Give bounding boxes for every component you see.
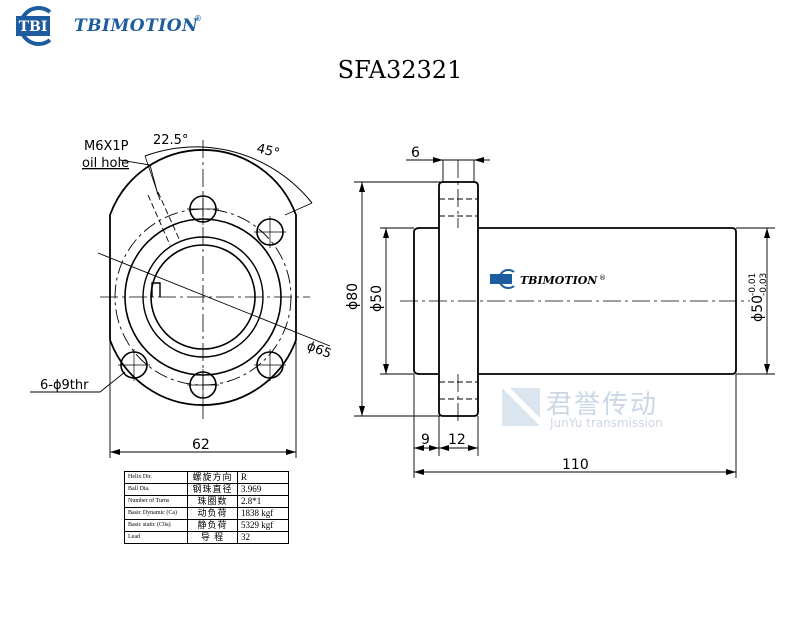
flange-od-label: ϕ80 bbox=[345, 283, 361, 310]
table-row: Basic Dynamic (Ca) 动负荷 1838 kgf bbox=[124, 507, 289, 520]
body-od-label: ϕ50 bbox=[369, 285, 385, 312]
spec-value: 32 bbox=[237, 531, 289, 544]
body-logo-mark: ® bbox=[599, 274, 606, 282]
front-view-labels: M6X1P oil hole 22.5° 45° ϕ65 6-ϕ9thr 62 bbox=[40, 133, 333, 453]
flange-thickness-label: 6 bbox=[411, 145, 420, 161]
logo-badge-text: TBI bbox=[19, 19, 48, 35]
total-length-label: 110 bbox=[562, 457, 589, 473]
watermark-english: JunYu transmission bbox=[550, 416, 663, 430]
spec-table: Helix Dir. 螺旋方向 R Ball Dia. 钢珠直径 3.969 N… bbox=[124, 471, 289, 544]
drawing-title: SFA32321 bbox=[337, 56, 463, 84]
logo-name: TBIMOTION bbox=[74, 16, 199, 36]
spec-label-cn: 导 程 bbox=[187, 531, 238, 544]
body-od-tol-label: ϕ50 bbox=[750, 295, 766, 322]
logo-registered-mark: ® bbox=[194, 14, 202, 23]
table-row: Lead 导 程 32 bbox=[124, 531, 289, 544]
spec-label-en: Lead bbox=[124, 531, 188, 544]
body-cylinder bbox=[413, 227, 737, 375]
oil-hole-label: oil hole bbox=[82, 156, 129, 171]
watermark-chinese: 君誉传动 bbox=[546, 390, 659, 420]
spec-value: 5329 kgf bbox=[237, 519, 289, 532]
spec-label-en: Helix Dir. bbox=[124, 471, 188, 484]
body-od-tol-lower: -0.03 bbox=[759, 273, 769, 296]
spec-value: 2.8*1 bbox=[237, 495, 289, 508]
flange-section bbox=[438, 181, 479, 417]
spec-value: 3.969 bbox=[237, 483, 289, 496]
offset-label: 9 bbox=[421, 432, 430, 448]
spec-label-cn: 螺旋方向 bbox=[187, 471, 238, 484]
spec-label-en: Ball Dia. bbox=[124, 483, 188, 496]
table-row: Number of Turns 珠圈数 2.8*1 bbox=[124, 495, 289, 508]
watermark: 君誉传动 JunYu transmission bbox=[498, 384, 698, 434]
spec-value: R bbox=[237, 471, 289, 484]
oil-hole-thread-label: M6X1P bbox=[84, 139, 129, 154]
spec-label-en: Basic static (C0a) bbox=[124, 519, 188, 532]
brand-logo: TBI TBIMOTION ® bbox=[10, 4, 210, 48]
body-od-tol-upper: -0.01 bbox=[748, 273, 758, 296]
table-row: Basic static (C0a) 静负荷 5329 kgf bbox=[124, 519, 289, 532]
spec-label-cn: 动负荷 bbox=[187, 507, 238, 520]
spec-label-cn: 珠圈数 bbox=[187, 495, 238, 508]
bolt-holes-label: 6-ϕ9thr bbox=[40, 378, 89, 393]
spec-value: 1838 kgf bbox=[237, 507, 289, 520]
logo-badge-icon: TBI bbox=[16, 6, 52, 46]
angle-small-label: 22.5° bbox=[153, 133, 188, 148]
spec-label-cn: 钢珠直径 bbox=[187, 483, 238, 496]
angle-large-label: 45° bbox=[255, 141, 281, 161]
spec-label-en: Basic Dynamic (Ca) bbox=[124, 507, 188, 520]
front-width-label: 62 bbox=[192, 437, 210, 453]
flange-width-label: 12 bbox=[448, 432, 466, 448]
watermark-logo-icon bbox=[502, 388, 540, 426]
side-view bbox=[354, 157, 775, 478]
spec-label-en: Number of Turns bbox=[124, 495, 188, 508]
table-row: Ball Dia. 钢珠直径 3.969 bbox=[124, 483, 289, 496]
side-view-labels: 6 ϕ80 ϕ50 ϕ50 -0.01 -0.03 9 12 110 TBIMO… bbox=[345, 145, 769, 473]
bolt-circle-label: ϕ65 bbox=[305, 339, 334, 362]
spec-label-cn: 静负荷 bbox=[187, 519, 238, 532]
front-view bbox=[30, 140, 331, 458]
body-logo-text: TBIMOTION bbox=[520, 274, 598, 287]
table-row: Helix Dir. 螺旋方向 R bbox=[124, 471, 289, 484]
